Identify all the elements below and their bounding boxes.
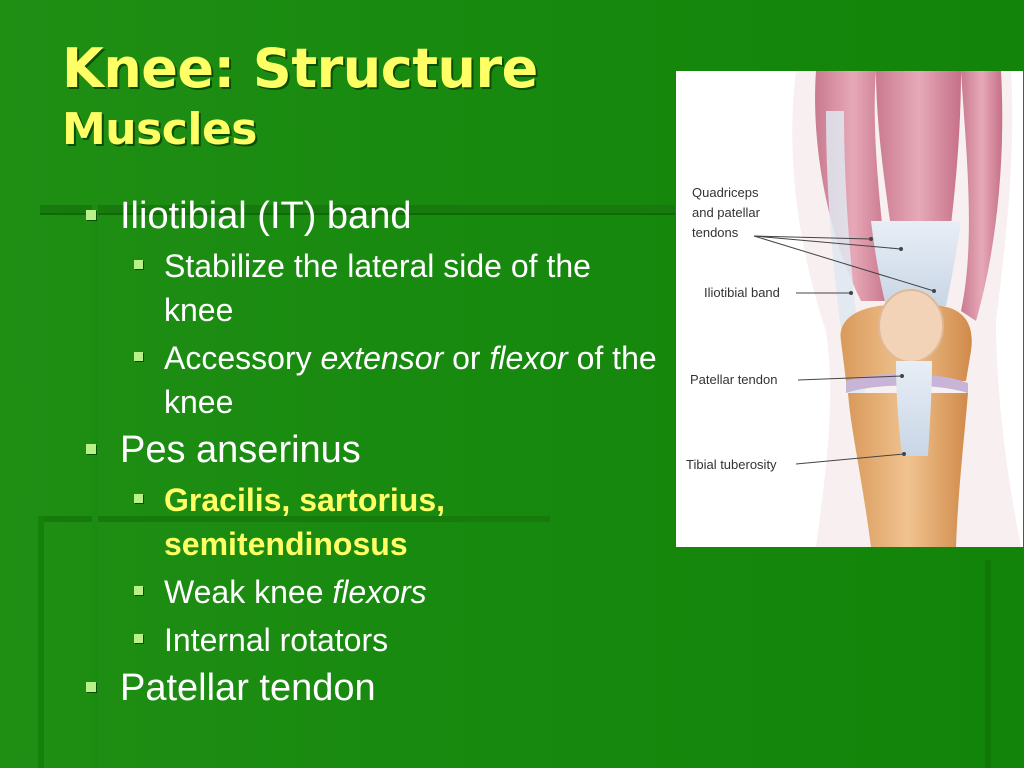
- vastus-medialis-shape: [961, 71, 1003, 321]
- decorative-bar: [92, 205, 98, 768]
- title-line-1: Knee: Structure: [62, 37, 538, 100]
- square-bullet-icon: [86, 210, 96, 220]
- sub-bullet-text: Gracilis, sartorius, semitendinosus: [164, 482, 446, 562]
- square-bullet-icon: [86, 444, 96, 454]
- square-bullet-icon: [134, 634, 143, 643]
- sub-bullet-muscles: Gracilis, sartorius, semitendinosus: [78, 478, 658, 566]
- label-quadriceps-line1: Quadriceps: [692, 185, 759, 200]
- bullet-list: Iliotibial (IT) band Stabilize the later…: [78, 194, 658, 716]
- decorative-bar: [985, 560, 991, 768]
- label-quadriceps-line2: and patellar: [692, 205, 761, 220]
- patellar-tendon-shape: [896, 361, 932, 456]
- bullet-it-band: Iliotibial (IT) band: [78, 194, 658, 238]
- sub-bullet-text-part: of the knee: [164, 340, 657, 420]
- decorative-bar: [40, 205, 675, 213]
- square-bullet-icon: [134, 586, 143, 595]
- sub-bullet-text-italic: flexor: [489, 340, 568, 376]
- decorative-bar: [40, 516, 550, 522]
- sub-bullet-text-italic: extensor: [320, 340, 444, 376]
- square-bullet-icon: [134, 260, 143, 269]
- knee-illustration: Quadriceps and patellar tendons Iliotibi…: [686, 71, 1021, 547]
- bullet-text: Iliotibial (IT) band: [120, 195, 412, 237]
- slide-title: Knee: Structure Muscles: [62, 42, 538, 152]
- decorative-bar: [38, 516, 44, 768]
- sub-bullet-weak-flexors: Weak knee flexors: [78, 570, 658, 614]
- label-patellar-tendon: Patellar tendon: [690, 372, 777, 387]
- sub-bullet-text-part: or: [443, 340, 490, 376]
- knee-anatomy-figure: Quadriceps and patellar tendons Iliotibi…: [676, 71, 1023, 547]
- square-bullet-icon: [86, 682, 96, 692]
- sub-bullet-text-part: Weak knee: [164, 574, 333, 610]
- sub-bullet-text: Internal rotators: [164, 622, 389, 658]
- label-iliotibial-band: Iliotibial band: [704, 285, 780, 300]
- sub-bullet-text: Stabilize the lateral side of the knee: [164, 248, 591, 328]
- sub-bullet-text-part: Accessory: [164, 340, 321, 376]
- tibia-shape: [848, 393, 968, 547]
- title-line-2: Muscles: [62, 104, 257, 155]
- sub-bullet-internal-rotators: Internal rotators: [78, 618, 658, 662]
- label-quadriceps-line3: tendons: [692, 225, 739, 240]
- bullet-patellar-tendon: Patellar tendon: [78, 666, 658, 710]
- bullet-text: Pes anserinus: [120, 429, 361, 471]
- bullet-text: Patellar tendon: [120, 667, 376, 709]
- sub-bullet-text-italic: flexors: [332, 574, 427, 610]
- patella-shape: [878, 289, 944, 363]
- quadriceps-tendon-shape: [871, 221, 961, 306]
- square-bullet-icon: [134, 352, 143, 361]
- leader-lines: [753, 235, 935, 465]
- sub-bullet-stabilize: Stabilize the lateral side of the knee: [78, 244, 658, 332]
- square-bullet-icon: [134, 494, 143, 503]
- bullet-pes-anserinus: Pes anserinus: [78, 428, 658, 472]
- leader-dots: [849, 237, 936, 456]
- sub-bullet-accessory: Accessory extensor or flexor of the knee: [78, 336, 658, 424]
- label-tibial-tuberosity: Tibial tuberosity: [686, 457, 777, 472]
